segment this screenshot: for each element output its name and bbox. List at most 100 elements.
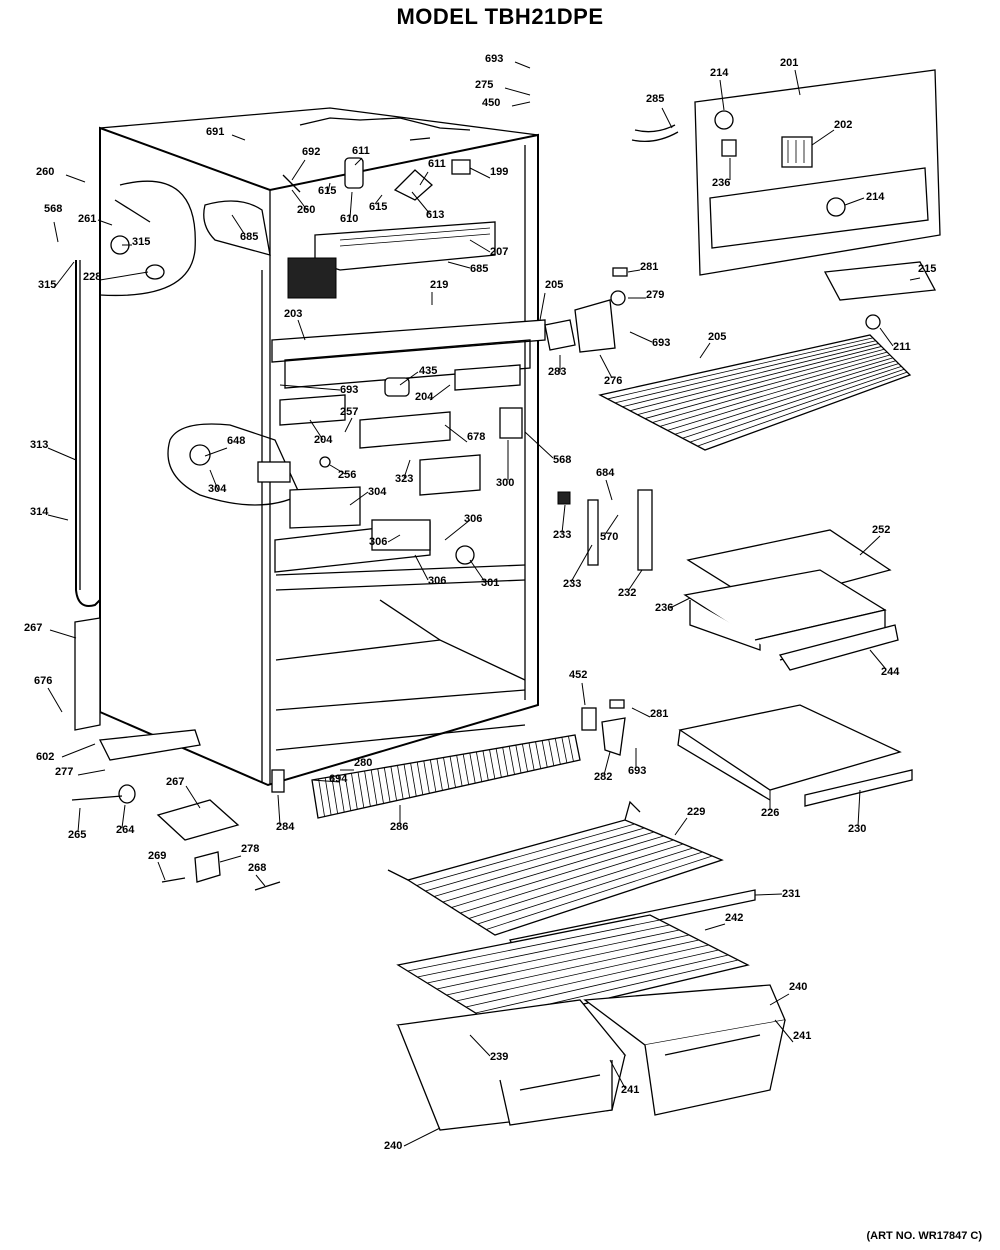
leader-line (403, 459, 411, 479)
part-label-260b: 260 (297, 204, 315, 216)
leader-line (157, 861, 166, 881)
leader-line (447, 261, 471, 269)
part-label-450: 450 (482, 97, 500, 109)
part-label-676: 676 (34, 675, 52, 687)
leader-line (627, 569, 643, 592)
part-label-570: 570 (600, 531, 618, 543)
part-label-568a: 568 (44, 203, 62, 215)
part-label-231: 231 (782, 888, 800, 900)
part-label-280: 280 (354, 757, 372, 769)
part-label-284: 284 (276, 821, 295, 833)
leader-line (844, 197, 865, 206)
left-side-tubing (75, 180, 196, 607)
part-label-611b: 611 (428, 158, 446, 170)
leader-line (231, 214, 246, 236)
leader-line (354, 157, 363, 166)
diagram-title: MODEL TBH21DPE (396, 4, 604, 29)
leader-line (344, 417, 353, 433)
part-label-279: 279 (646, 289, 664, 301)
leader-line (53, 221, 59, 243)
leader-line (255, 874, 266, 887)
part-label-286: 286 (390, 821, 408, 833)
part-label-692: 692 (302, 146, 320, 158)
freezer-control-panel (631, 69, 941, 301)
part-label-268: 268 (248, 862, 266, 874)
refrigerator-cabinet (99, 107, 539, 787)
part-label-241a: 241 (793, 1030, 811, 1042)
leader-line (469, 239, 491, 253)
part-label-236a: 236 (712, 177, 730, 189)
part-label-239: 239 (490, 1051, 508, 1063)
control-callout (167, 200, 301, 506)
part-label-685a: 685 (240, 231, 258, 243)
leader-line (65, 174, 86, 183)
part-label-281a: 281 (640, 261, 658, 273)
leader-line (603, 751, 611, 776)
part-label-276: 276 (604, 375, 622, 387)
leader-line (185, 785, 201, 809)
part-label-257: 257 (340, 406, 358, 418)
leader-line (387, 534, 401, 543)
leader-line (349, 191, 353, 219)
leader-line (857, 789, 861, 827)
part-label-568b: 568 (553, 454, 571, 466)
leader-line (411, 191, 431, 215)
leader-line (61, 743, 96, 758)
part-label-232: 232 (618, 587, 636, 599)
part-label-214b: 214 (866, 191, 885, 203)
part-label-233b: 233 (563, 578, 581, 590)
part-label-611a: 611 (352, 145, 370, 157)
part-label-300: 300 (496, 477, 514, 489)
part-label-693d: 693 (628, 765, 646, 777)
part-label-202: 202 (834, 119, 852, 131)
control-components (189, 364, 523, 573)
leader-line (444, 424, 468, 443)
part-label-261a: 261 (78, 213, 96, 225)
part-label-285: 285 (646, 93, 664, 105)
leader-line (581, 682, 586, 706)
leader-lines (47, 61, 921, 1147)
leader-line (291, 159, 306, 181)
leader-line (609, 1059, 626, 1089)
leader-line (444, 519, 471, 541)
part-label-313: 313 (30, 439, 48, 451)
part-label-228: 228 (83, 271, 101, 283)
leader-line (605, 479, 613, 501)
leader-line (570, 544, 593, 583)
part-label-315b: 315 (38, 279, 56, 291)
leader-line (811, 129, 835, 146)
leader-line (204, 447, 228, 457)
part-label-211: 211 (893, 341, 911, 353)
leader-line (669, 597, 691, 609)
part-label-648: 648 (227, 435, 245, 447)
leader-line (794, 69, 801, 96)
toe-grille (71, 617, 581, 891)
leader-line (699, 342, 711, 359)
part-label-278: 278 (241, 843, 259, 855)
leader-line (719, 79, 725, 111)
part-label-301: 301 (481, 577, 499, 589)
leader-line (419, 171, 429, 186)
mullion-assembly (271, 221, 546, 389)
ice-bin-assembly (683, 529, 899, 671)
leader-line (329, 464, 346, 475)
leader-line (403, 1127, 441, 1147)
part-label-323: 323 (395, 473, 413, 485)
part-label-236b: 236 (655, 602, 673, 614)
leader-line (561, 504, 566, 534)
evaporator-fan-parts (282, 117, 471, 201)
part-label-277: 277 (55, 766, 73, 778)
part-label-229: 229 (687, 806, 705, 818)
part-label-275: 275 (475, 79, 493, 91)
part-label-613: 613 (426, 209, 444, 221)
leader-line (49, 629, 77, 639)
art-number: (ART NO. WR17847 C) (866, 1230, 982, 1242)
leader-line (309, 419, 324, 441)
leader-line (47, 514, 69, 521)
part-label-693b: 693 (652, 337, 670, 349)
part-label-241b: 241 (621, 1084, 639, 1096)
leader-line (661, 107, 673, 129)
leader-line (514, 61, 531, 69)
